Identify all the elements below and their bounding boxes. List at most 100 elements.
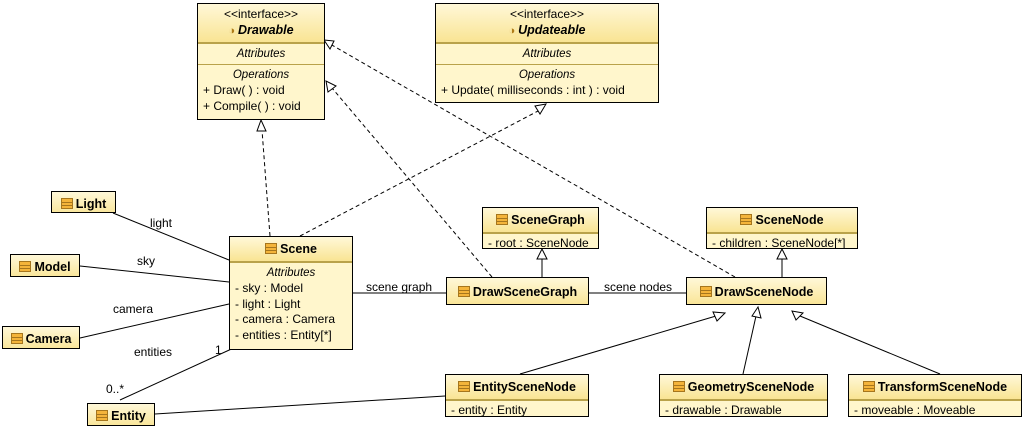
attribute-moveable: - moveable : Moveable [854,403,976,417]
class-header: Entity [88,404,154,425]
class-drawable[interactable]: <<interface>> ◑Drawable Attributes Opera… [197,3,325,120]
class-scenenode[interactable]: SceneNode - children : SceneNode[*] [706,207,858,249]
interface-icon: ◑ [228,25,236,37]
attributes-section: - children : SceneNode[*] [707,233,857,249]
assoc-camera-scene [79,303,230,339]
assoc-model-scene [79,265,230,283]
attribute-camera: - camera : Camera [235,312,336,326]
attribute-entities: - entities : Entity[*] [235,327,332,342]
class-header: Model [11,255,79,276]
interface-icon: ◑ [508,25,516,37]
attribute-sky: - sky : Model [235,281,304,295]
class-icon [672,381,685,392]
class-header: SceneNode [707,208,857,233]
class-icon [457,286,470,297]
class-drawscenenode[interactable]: DrawSceneNode [686,277,827,305]
arrowhead-updateable [534,103,547,115]
attributes-title: Attributes [266,267,316,279]
class-icon [60,198,73,209]
arrowhead-drawscenenode-left [712,311,727,322]
class-entityscenenode[interactable]: EntitySceneNode - entity : Entity [445,374,589,417]
gen-transform-drawscenenode [799,315,941,375]
gen-entityscenenode-drawscenenode [519,315,717,375]
class-header: Scene [230,237,352,262]
class-light[interactable]: Light [51,191,116,213]
class-header: SceneGraph [483,208,598,233]
attributes-section: - root : SceneNode [483,233,598,249]
operation-compile: + Compile( ) : void [203,98,301,113]
attributes-title: Attributes [522,48,572,60]
role-label-entities: entities [134,345,173,359]
class-scenegraph[interactable]: SceneGraph - root : SceneNode [482,207,599,249]
arrowhead-drawable-side1 [325,80,337,93]
operation-draw: + Draw( ) : void [203,83,285,97]
attribute-drawable: - drawable : Drawable [665,403,782,417]
class-header: GeometrySceneNode [660,375,827,400]
operations-title: Operations [232,69,290,81]
realize-scene-drawable [261,129,271,237]
operations-title: Operations [518,69,576,81]
class-icon [496,214,509,225]
class-entity[interactable]: Entity [87,403,155,426]
class-icon [10,333,23,344]
class-name: Drawable [238,23,294,37]
attributes-section: - drawable : Drawable [660,400,827,417]
attributes-section: Attributes [198,43,324,64]
class-icon [740,214,753,225]
arrowhead-drawable-side2 [322,39,335,50]
arrowhead-scenenode [776,247,788,260]
attributes-section: - entity : Entity [446,400,588,417]
class-name: Light [75,197,107,211]
operations-section: Operations + Draw( ) : void + Compile( )… [198,64,324,116]
class-name: DrawSceneGraph [472,285,578,299]
class-name: Entity [111,409,146,423]
arrowhead-scenegraph [536,247,548,260]
class-icon [19,261,32,272]
gen-geometry-drawscenenode [742,315,757,375]
class-name: EntitySceneNode [473,380,576,394]
role-label-camera: camera [113,302,154,316]
class-model[interactable]: Model [10,254,80,277]
class-updateable[interactable]: <<interface>> ◑Updateable Attributes Ope… [435,3,659,103]
class-header: EntitySceneNode [446,375,588,400]
class-header: DrawSceneNode [687,278,826,304]
role-label-scene-graph: scene graph [366,280,433,294]
multiplicity-many: 0..* [106,382,125,396]
arrowhead-drawable-bottom [256,118,267,132]
attributes-title: Attributes [236,48,286,60]
class-name: Scene [280,242,317,256]
attributes-section: Attributes - sky : Model - light : Light… [230,262,352,345]
role-label-sky: sky [137,254,155,268]
operations-section: Operations + Update( milliseconds : int … [436,64,658,101]
class-header: Light [52,192,115,212]
attribute-light: - light : Light [235,296,301,311]
attribute-root: - root : SceneNode [488,236,589,249]
class-header: TransformSceneNode [849,375,1021,400]
assoc-entityscenenode-entity [154,395,446,415]
class-name: SceneNode [755,213,824,227]
class-name: SceneGraph [511,213,585,227]
class-camera[interactable]: Camera [2,326,80,349]
class-header: <<interface>> ◑Updateable [436,4,658,43]
class-name: DrawSceneNode [714,285,814,299]
class-scene[interactable]: Scene Attributes - sky : Model - light :… [229,236,353,350]
class-icon [862,381,875,392]
class-name: GeometrySceneNode [687,380,815,394]
class-icon [699,286,712,297]
class-drawscenegraph[interactable]: DrawSceneGraph [446,277,589,305]
attribute-children: - children : SceneNode[*] [712,236,846,249]
class-name: Updateable [518,23,586,37]
role-label-scene-nodes: scene nodes [604,280,673,294]
class-icon [96,410,109,421]
arrowhead-drawscenenode-mid [751,305,762,319]
class-name: TransformSceneNode [877,380,1008,394]
stereotype-label: <<interface>> [223,7,299,21]
class-transformscenenode[interactable]: TransformSceneNode - moveable : Moveable [848,374,1022,417]
class-icon [458,381,471,392]
attributes-section: Attributes [436,43,658,64]
attributes-section: - moveable : Moveable [849,400,1021,417]
attribute-entity: - entity : Entity [451,403,528,417]
arrowhead-drawscenenode-right [791,310,805,321]
class-geometryscenenode[interactable]: GeometrySceneNode - drawable : Drawable [659,374,828,417]
class-name: Camera [25,332,72,346]
